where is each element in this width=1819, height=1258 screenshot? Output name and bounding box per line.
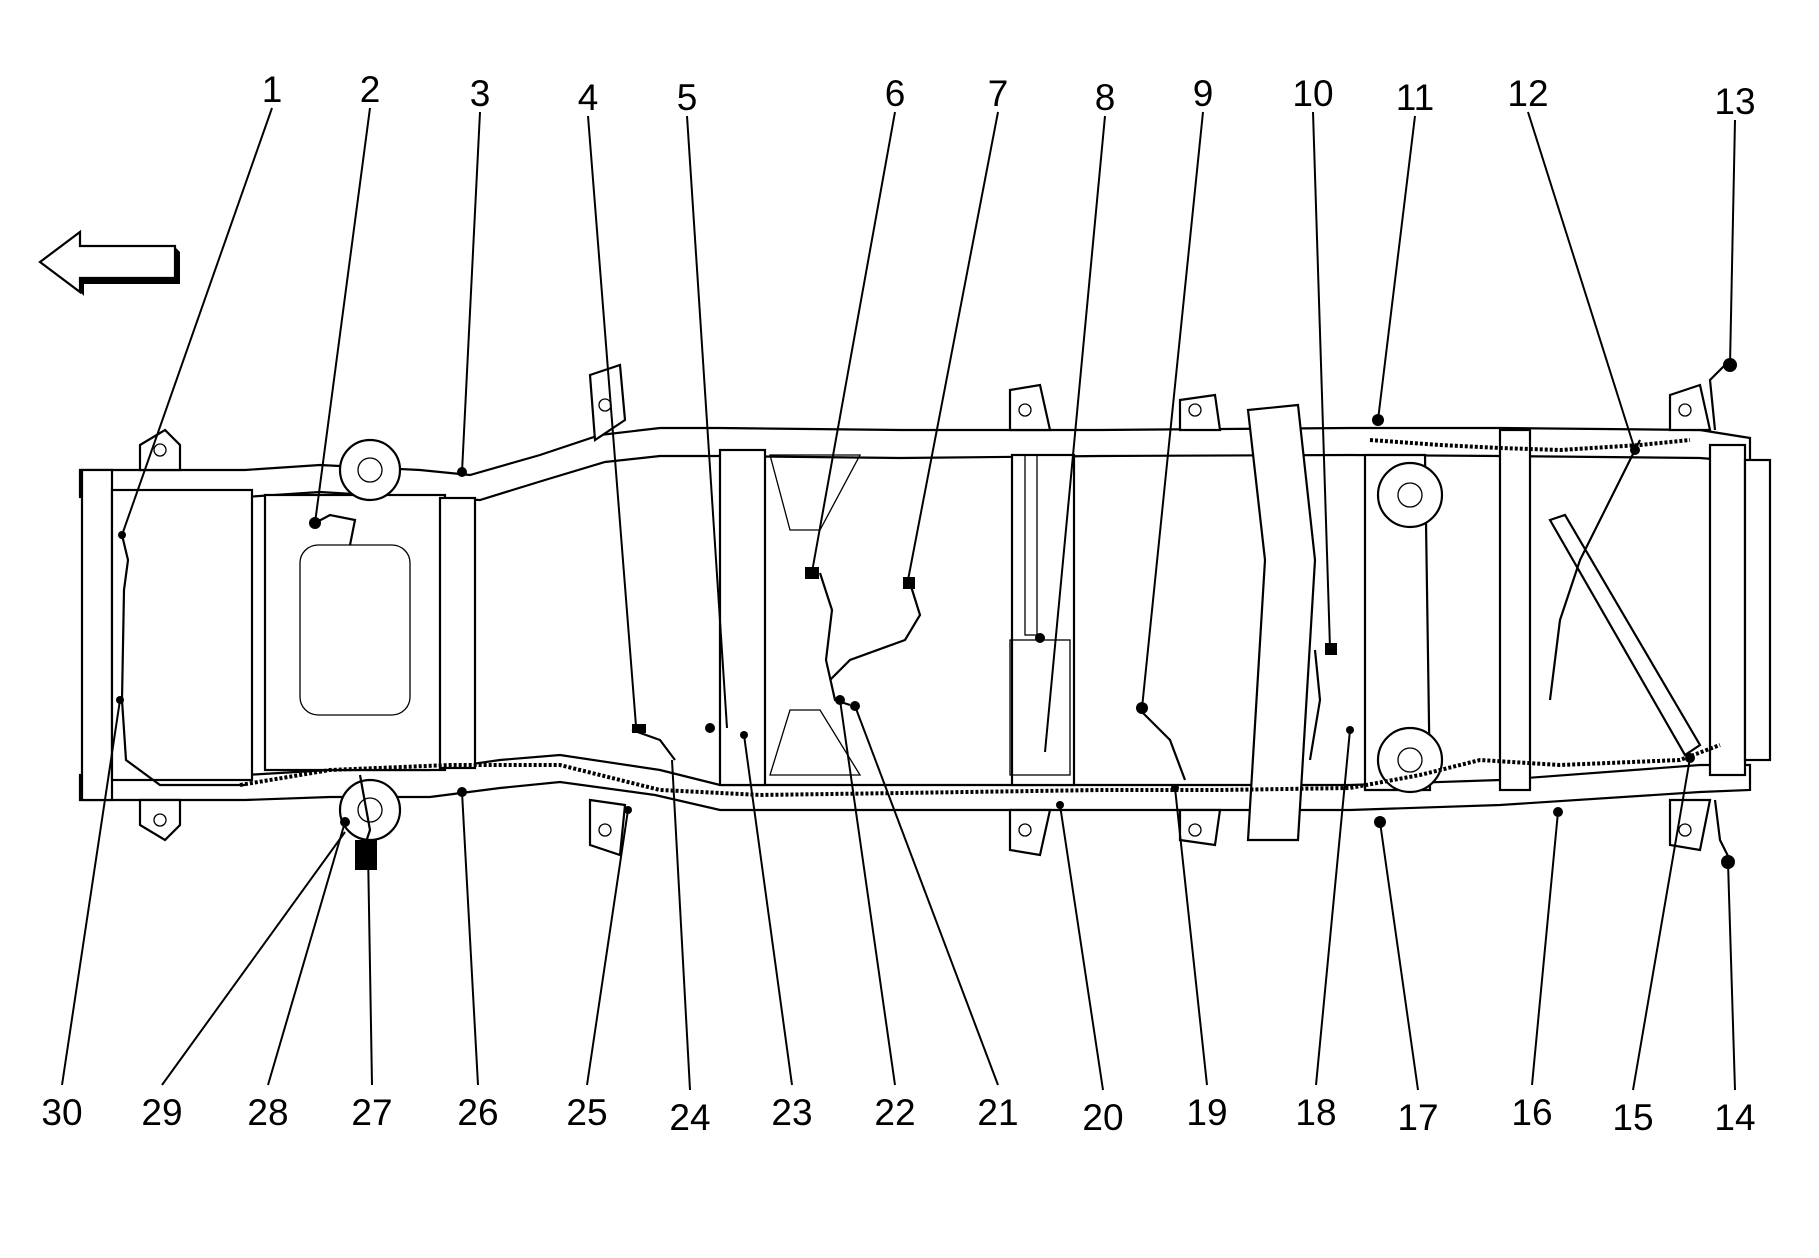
callout-19: 19 [1186,1092,1227,1133]
leader-lines [61,107,1736,1091]
chassis-frame [78,363,1772,857]
callout-7: 7 [988,73,1009,114]
callout-27: 27 [351,1092,392,1133]
callout-20: 20 [1082,1097,1123,1138]
callout-16: 16 [1511,1092,1552,1133]
callout-18: 18 [1295,1092,1336,1133]
callout-26: 26 [457,1092,498,1133]
callout-17: 17 [1397,1097,1438,1138]
callout-10: 10 [1292,73,1333,114]
callout-12: 12 [1507,73,1548,114]
callout-24: 24 [669,1097,710,1138]
callout-22: 22 [874,1092,915,1133]
callout-numbers: 1 2 3 4 5 6 7 8 9 10 11 12 13 14 15 16 1… [41,69,1755,1138]
callout-2: 2 [360,69,381,110]
callout-21: 21 [977,1092,1018,1133]
callout-28: 28 [247,1092,288,1133]
callout-25: 25 [566,1092,607,1133]
callout-23: 23 [771,1092,812,1133]
callout-3: 3 [470,73,491,114]
callout-5: 5 [677,77,698,118]
callout-15: 15 [1612,1097,1653,1138]
callout-9: 9 [1193,73,1214,114]
callout-14: 14 [1714,1097,1755,1138]
callout-8: 8 [1095,77,1116,118]
callout-11: 11 [1396,77,1434,118]
callout-29: 29 [141,1092,182,1133]
callout-30: 30 [41,1092,82,1133]
front-direction-arrow-icon [38,229,180,296]
callout-4: 4 [578,77,599,118]
callout-6: 6 [885,73,906,114]
callout-1: 1 [262,69,283,110]
callout-13: 13 [1714,81,1755,122]
